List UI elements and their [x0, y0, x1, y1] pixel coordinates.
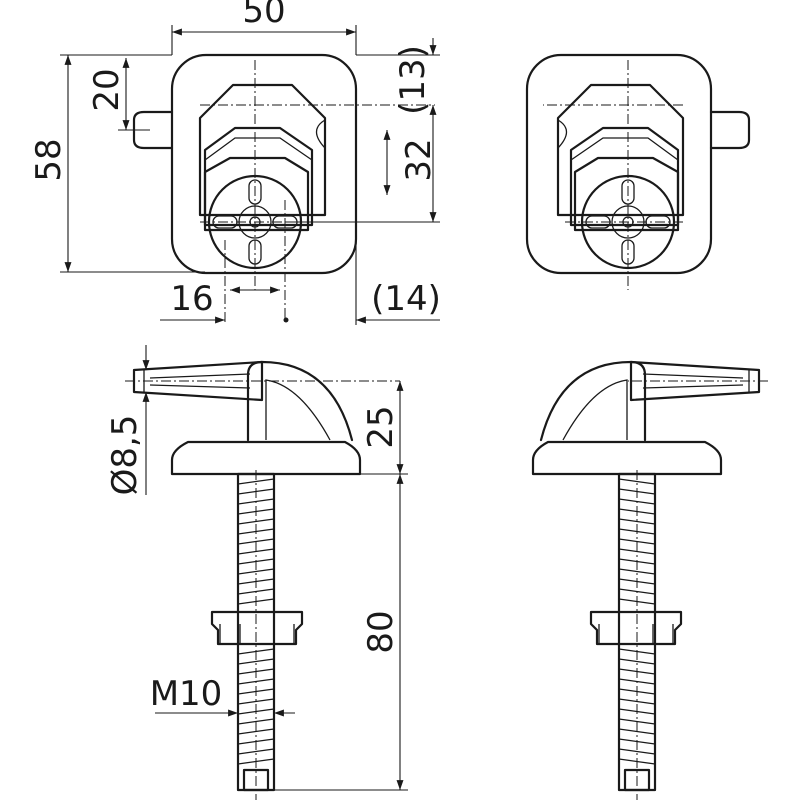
dimension-lines-top [60, 25, 440, 325]
dim-label-14: (14) [371, 279, 441, 319]
dim-label-80: 80 [361, 610, 401, 653]
dim-label-16: 16 [170, 279, 213, 319]
dimension-labels: 50 58 20 (13) 32 16 (14) Ø8,5 25 80 M10 [29, 0, 441, 714]
dim-label-diameter: Ø8,5 [105, 415, 145, 496]
dim-label-13: (13) [393, 45, 433, 115]
top-left-view [132, 53, 435, 322]
dim-label-25: 25 [361, 405, 401, 448]
dim-label-20: 20 [87, 68, 127, 111]
top-right-view [525, 53, 751, 290]
bottom-left-view [125, 360, 400, 800]
dim-label-thread: M10 [150, 674, 223, 714]
dim-label-32: 32 [399, 138, 439, 181]
dim-label-50: 50 [242, 0, 285, 31]
dim-label-58: 58 [29, 138, 69, 181]
dimension-lines-bottom [142, 345, 408, 791]
bottom-right-view [531, 360, 768, 800]
